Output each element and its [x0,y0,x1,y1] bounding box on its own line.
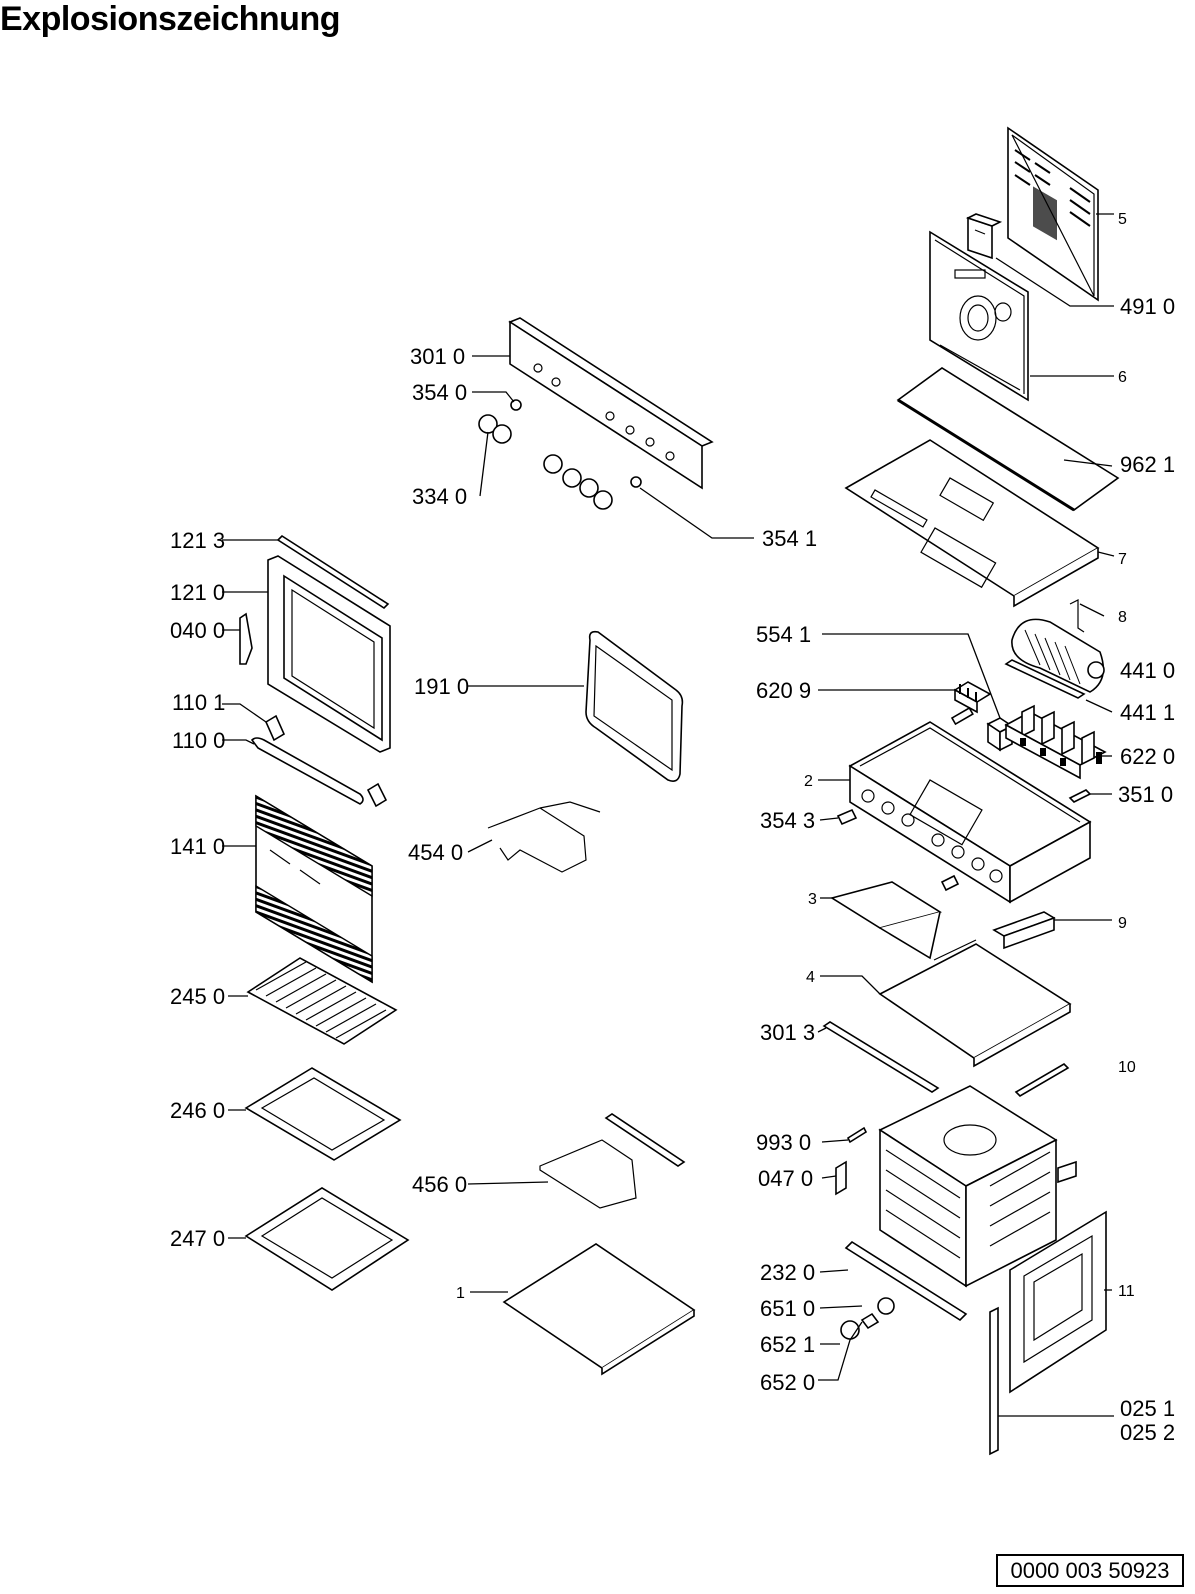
label-652-1: 652 1 [760,1332,815,1357]
label-651-0: 651 0 [760,1296,815,1321]
part-456-0-grill-element [539,1113,686,1209]
part-301-0-control-panel [508,317,714,490]
part-245-0-wire-shelf [246,957,398,1045]
label-11: 11 [1118,1283,1135,1300]
label-454-0: 454 0 [408,840,463,865]
document-number: 0000 003 50923 [996,1554,1184,1587]
label-246-0: 246 0 [170,1098,225,1123]
label-2: 2 [804,773,813,790]
part-651-0-lamp-cover [860,1297,895,1330]
label-5: 5 [1118,211,1127,228]
part-620-9-terminal-block [953,681,992,714]
label-232-0: 232 0 [760,1260,815,1285]
label-121-0: 121 0 [170,580,225,605]
part-3-shield [830,881,942,960]
part-1-oven-floor [502,1243,696,1376]
label-351-0: 351 0 [1118,782,1173,807]
part-454-0-heating-element [487,801,601,873]
label-040-0: 040 0 [170,618,225,643]
label-491-0: 491 0 [1120,294,1175,319]
label-9: 9 [1118,915,1127,932]
leader-lines [222,213,1115,1417]
label-110-0: 110 0 [172,728,225,753]
label-301-0: 301 0 [410,344,465,369]
part-6-back-frame [929,230,1029,402]
label-025-2: 025 2 [1120,1420,1175,1445]
label-4: 4 [806,969,815,986]
label-110-1: 110 1 [172,690,225,715]
part-962-1-insulation [896,367,1120,512]
part-301-3-trim-strip [822,1021,940,1093]
part-441-1-connector-strip [1004,659,1086,699]
label-10: 10 [1118,1059,1136,1076]
part-4-bottom-plate [878,939,1072,1068]
part-247-0-drip-tray [244,1187,410,1291]
part-labels: 5 491 0 6 962 1 7 8 441 0 441 1 622 0 35… [170,211,1175,1445]
part-246-0-baking-tray [244,1067,402,1161]
part-441-0-fan-motor [1011,618,1105,693]
part-10-strip [1014,1062,1070,1098]
label-554-1: 554 1 [756,622,811,647]
label-620-9: 620 9 [756,678,811,703]
label-141-0: 141 0 [170,834,225,859]
label-1: 1 [456,1285,465,1302]
label-441-1: 441 1 [1120,700,1175,725]
part-8-bracket [1069,599,1085,633]
label-191-0: 191 0 [414,674,469,699]
label-301-3: 301 3 [760,1020,815,1045]
part-11-side-door [1009,1210,1107,1394]
label-354-3: 354 3 [760,808,815,833]
part-354-0-button [510,399,522,411]
part-191-0-door-seal [585,630,684,782]
part-334-0-knobs [478,414,613,510]
label-622-0: 622 0 [1120,744,1175,769]
part-141-0-door-glass [255,794,373,984]
part-5-rear-panel [1007,126,1099,302]
part-9-profile [992,911,1056,950]
part-121-3-door-strip [276,534,390,610]
part-121-0-door-frame [267,555,391,753]
label-334-0: 334 0 [412,484,467,509]
part-7-top-panel [844,439,1100,608]
label-121-3: 121 3 [170,528,225,553]
label-456-0: 456 0 [412,1172,467,1197]
label-8: 8 [1118,609,1127,626]
label-354-1: 354 1 [762,526,817,551]
page-title: Explosionszeichnung [0,0,340,38]
label-354-0: 354 0 [412,380,467,405]
part-622-0-switch-group [1004,704,1107,780]
part-351-0-lamp-holder [950,706,974,726]
part-040-0-hinge [239,612,253,665]
label-7: 7 [1118,551,1127,568]
label-245-0: 245 0 [170,984,225,1009]
label-047-0: 047 0 [758,1166,813,1191]
label-3: 3 [808,891,817,908]
label-993-0: 993 0 [756,1130,811,1155]
part-351-0-lamp [1068,789,1092,803]
label-247-0: 247 0 [170,1226,225,1251]
part-354-1-button [630,476,642,488]
part-110-0-door-handle [250,737,388,808]
label-962-1: 962 1 [1120,452,1175,477]
part-491-0-terminal-box [965,213,1003,260]
part-232-0-rail [844,1240,968,1322]
part-993-0-screw [846,1126,868,1144]
label-652-0: 652 0 [760,1370,815,1395]
label-6: 6 [1118,369,1127,386]
part-354-3-screw [836,808,960,892]
part-2-control-housing [848,721,1092,904]
part-110-1-handle-end [264,714,286,742]
label-025-1: 025 1 [1120,1396,1175,1421]
part-047-0-hinge-bracket [835,1160,847,1196]
oven-cavity [878,1085,1077,1288]
part-025-door-profile [989,1306,999,1456]
label-441-0: 441 0 [1120,658,1175,683]
